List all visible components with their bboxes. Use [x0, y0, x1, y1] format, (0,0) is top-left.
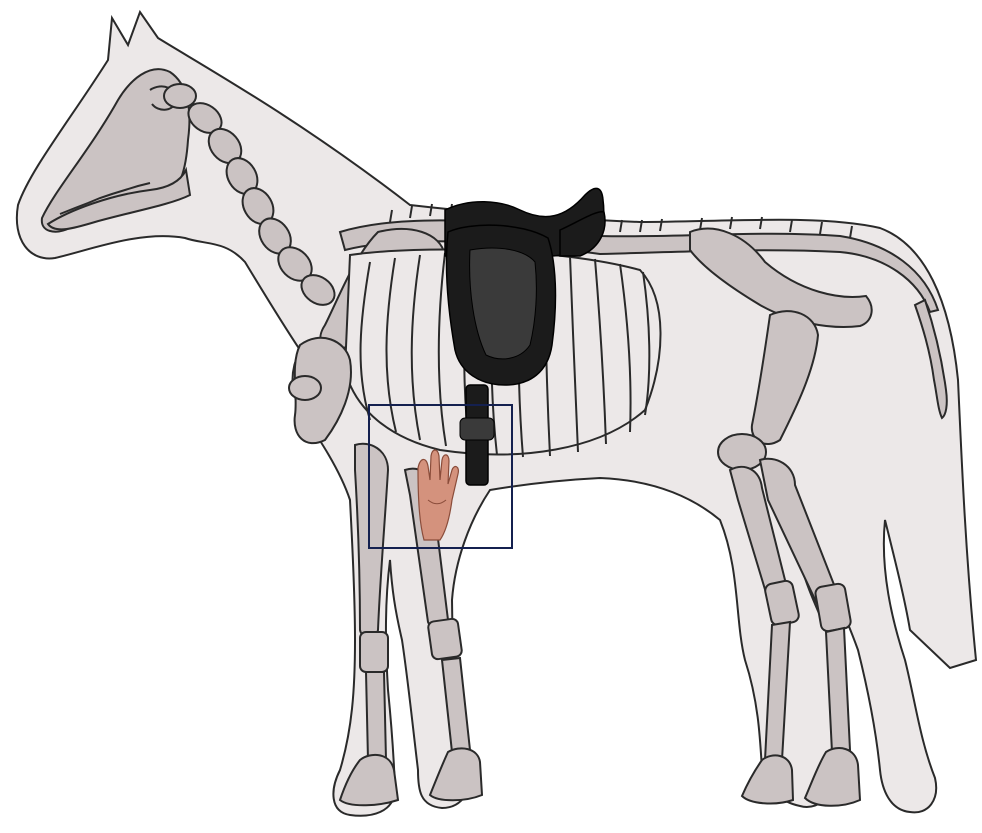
shoulder-joint: [289, 376, 321, 400]
stifle-joint: [718, 434, 766, 470]
